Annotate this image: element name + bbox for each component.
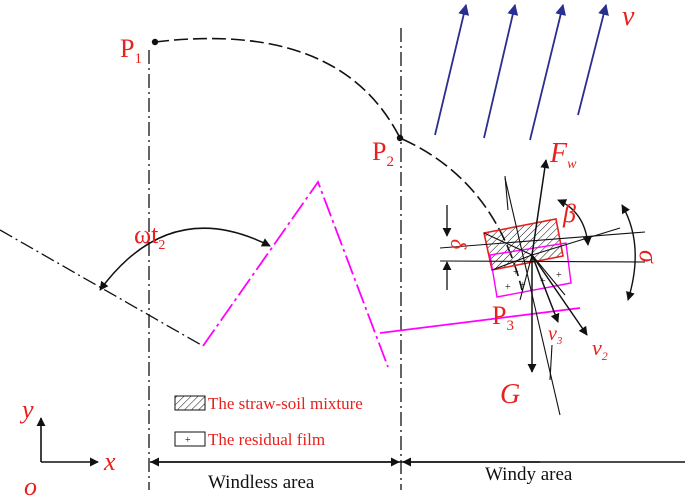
g-label: G [500,379,520,410]
sigma-label: σ [634,250,663,264]
v3-arrow [531,254,560,323]
p2-label: P2 [372,137,394,170]
v2-arrow [531,254,588,336]
magenta-surface-line [379,307,581,334]
sigma-arc [621,204,636,301]
straw-soil-block [483,218,564,271]
wind-arrow-3 [529,3,566,141]
force-vectors [439,159,646,416]
film-plus-marks: +++++ [505,267,562,293]
windless-area-label: Windless area [208,472,315,493]
wind-arrows [434,3,609,141]
legend-mixture-swatch [174,395,206,411]
legend-film-label: The residual film [208,430,325,449]
delta-label: δ [446,239,471,250]
fw-arrow [531,159,550,256]
trajectory-curve [154,37,523,291]
v3-label: v3 [548,323,563,347]
particle-block: +++++ [483,218,572,298]
ray-3 [519,254,533,301]
p1-label: P1 [120,34,142,67]
x-axis-label: x [103,447,116,476]
p3-label: P3 [492,301,514,334]
legend: The straw-soil mixture + The residual fi… [174,394,363,449]
y-axis-label: y [19,395,34,424]
origin-label: o [24,472,37,500]
rotating-arm-dashdot [0,229,204,347]
windy-area-label: Windy area [485,464,573,485]
legend-mixture-label: The straw-soil mixture [208,394,363,413]
ray-2 [491,254,533,271]
svg-text:+: + [505,282,511,293]
legend-film-plus: + [185,435,191,446]
ray-1 [483,232,533,256]
svg-text:+: + [520,280,526,291]
tilt-line-2 [439,260,646,263]
magenta-profile-line [202,180,389,368]
beta-arc [557,199,592,246]
ray-4 [531,254,566,296]
omega-t2-label: ωt2 [134,220,165,253]
p2-dot [396,134,404,142]
v2-label: v2 [592,335,608,363]
svg-text:+: + [556,270,562,281]
wind-v-label: v [622,1,635,32]
omega-t2-arc [99,227,271,291]
wind-arrow-1 [434,3,470,136]
legend-film-swatch [174,431,206,447]
fw-label: Fw [549,138,577,172]
p1-dot [151,38,159,46]
svg-text:+: + [513,267,519,278]
tilt-line-1 [439,231,646,249]
wind-arrow-2 [483,3,519,139]
wind-arrow-4 [577,3,609,116]
rotated-axis [504,177,561,416]
residual-film-block [489,242,572,298]
beta-label: β [562,199,576,228]
